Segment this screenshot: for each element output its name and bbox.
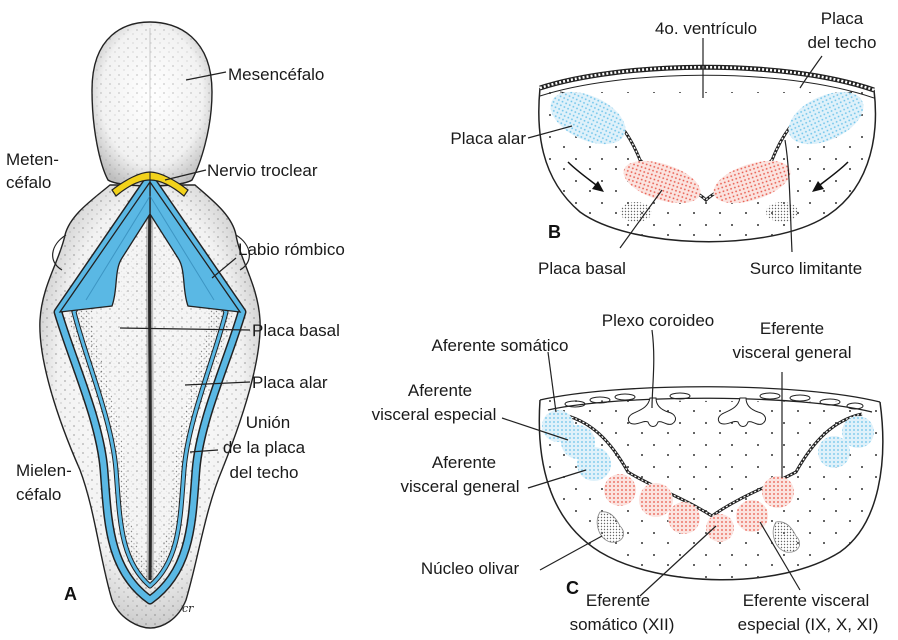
label-eferente-visc-gen-2: visceral general [732, 343, 851, 362]
artist-signature: cr [182, 602, 194, 615]
label-aferente-visc-gen-2: visceral general [400, 477, 519, 496]
label-union-1: Unión [246, 413, 290, 432]
label-union-3: del techo [230, 463, 299, 482]
label-eferente-somatico-2: somático (XII) [570, 615, 675, 634]
label-aferente-visc-gen-1: Aferente [432, 453, 496, 472]
label-placa-techo-2: del techo [808, 33, 877, 52]
label-aferente-visc-esp-2: visceral especial [372, 405, 497, 424]
label-aferente-somatico: Aferente somático [431, 336, 568, 355]
label-placa-alar-a: Placa alar [252, 373, 328, 392]
label-eferente-somatico-1: Eferente [586, 591, 650, 610]
panel-a-brainstem: cr Mesencéfalo Meten- céfalo Nervio troc… [6, 22, 345, 628]
label-ventriculo: 4o. ventrículo [655, 19, 757, 38]
label-aferente-visc-esp-1: Aferente [408, 381, 472, 400]
label-union-2: de la placa [223, 438, 306, 457]
roof-plate-c [540, 387, 880, 402]
label-eferente-visc-esp-1: Eferente visceral [743, 591, 870, 610]
label-placa-basal-b: Placa basal [538, 259, 626, 278]
panel-letter-b: B [548, 222, 561, 242]
label-nucleo-olivar: Núcleo olivar [421, 559, 520, 578]
label-metencefalo-1: Meten- [6, 150, 59, 169]
panel-letter-a: A [64, 584, 77, 604]
label-surco-limitante: Surco limitante [750, 259, 862, 278]
label-placa-alar-b: Placa alar [450, 129, 526, 148]
label-metencefalo-2: céfalo [6, 173, 51, 192]
label-plexo-coroideo: Plexo coroideo [602, 311, 714, 330]
panel-letter-c: C [566, 578, 579, 598]
label-nervio-troclear: Nervio troclear [207, 161, 318, 180]
panel-b-cross-section: 4o. ventrículo Placa del techo Placa ala… [450, 9, 876, 278]
label-placa-basal-a: Placa basal [252, 321, 340, 340]
label-eferente-visc-gen-1: Eferente [760, 319, 824, 338]
roof-plate-b [540, 67, 874, 90]
panel-c-cross-section: Plexo coroideo Aferente somático Aferent… [372, 311, 883, 634]
label-labio-rombico: Labio rómbico [238, 240, 345, 259]
label-mielencefalo-1: Mielen- [16, 461, 72, 480]
label-placa-techo-1: Placa [821, 9, 864, 28]
label-mielencefalo-2: céfalo [16, 485, 61, 504]
label-mesencefalo: Mesencéfalo [228, 65, 324, 84]
label-eferente-visc-esp-2: especial (IX, X, XI) [738, 615, 879, 634]
